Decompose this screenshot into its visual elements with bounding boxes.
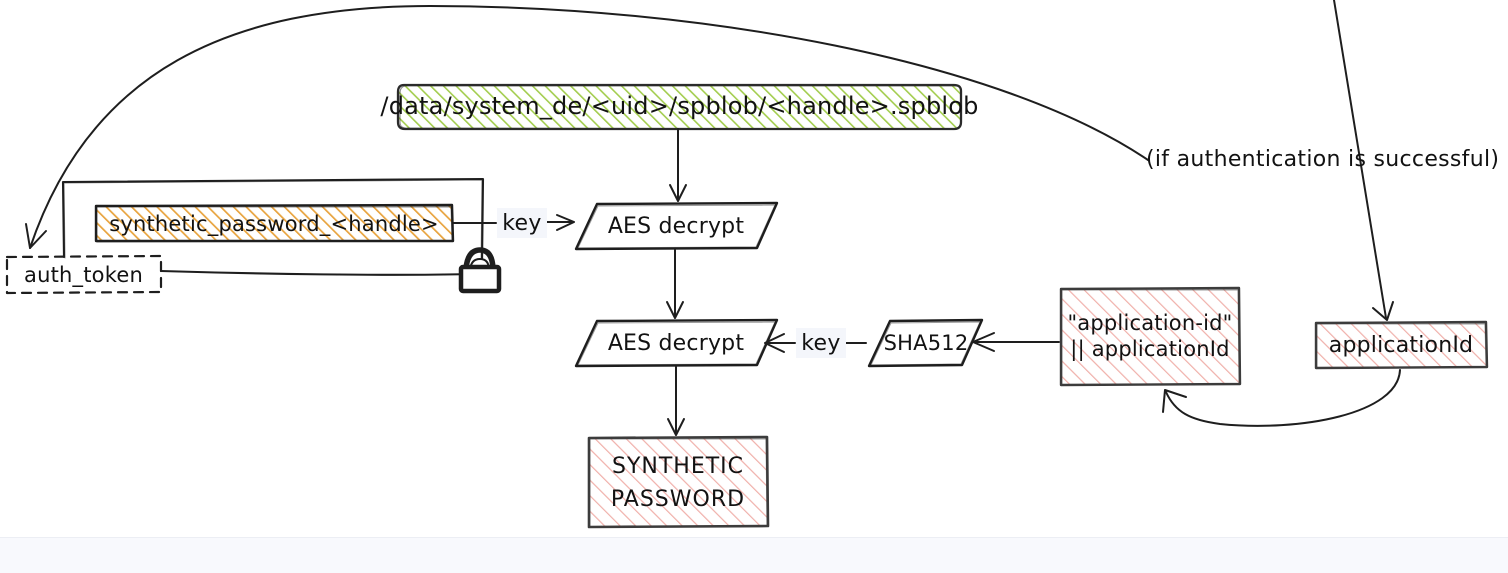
- edge-spblob-to-aes1: [669, 128, 687, 202]
- synthetic-password-handle-shape[interactable]: [94, 203, 455, 243]
- padlock-icon: [458, 247, 502, 294]
- synthetic-password-result[interactable]: [588, 437, 768, 528]
- sha512-hash[interactable]: [870, 320, 982, 366]
- edge-aes2-to-synthetic-password: [667, 366, 685, 436]
- auth-token[interactable]: [6, 256, 161, 293]
- auth-token-shape[interactable]: [5, 254, 163, 295]
- spblob-file-path[interactable]: [398, 84, 961, 128]
- aes-decrypt-step-1[interactable]: [575, 203, 777, 249]
- application-id-value-shape[interactable]: [1314, 320, 1489, 370]
- edge-authentication-to-application-id: [1333, 0, 1394, 321]
- edge-auth-token-inbound-curve: [25, 5, 1149, 249]
- authentication-condition-note: (if authentication is successful): [1146, 147, 1500, 172]
- key-label-bottom: key: [796, 328, 846, 358]
- footer-band: [0, 537, 1508, 573]
- aes-decrypt-step-1-shape[interactable]: [574, 201, 779, 251]
- synthetic-password-result-shape[interactable]: [587, 435, 770, 529]
- aes-decrypt-step-2-shape[interactable]: [574, 318, 779, 368]
- aes-decrypt-step-2[interactable]: [575, 320, 777, 366]
- spblob-file-path-shape[interactable]: [396, 83, 963, 131]
- sha512-shape[interactable]: [867, 318, 984, 368]
- edge-application-id-concat-to-sha512: [972, 332, 1060, 352]
- application-id-value[interactable]: [1315, 322, 1487, 369]
- application-id-concatenation[interactable]: [1060, 288, 1240, 386]
- application-id-concatenation-shape[interactable]: [1059, 286, 1242, 387]
- edge-aes1-to-aes2: [666, 249, 684, 319]
- edge-auth-token-right-to-lock: [159, 269, 472, 276]
- key-label-top: key: [497, 208, 547, 238]
- edge-application-id-to-concat-curve: [1162, 369, 1401, 427]
- synthetic-password-handle[interactable]: [95, 205, 453, 242]
